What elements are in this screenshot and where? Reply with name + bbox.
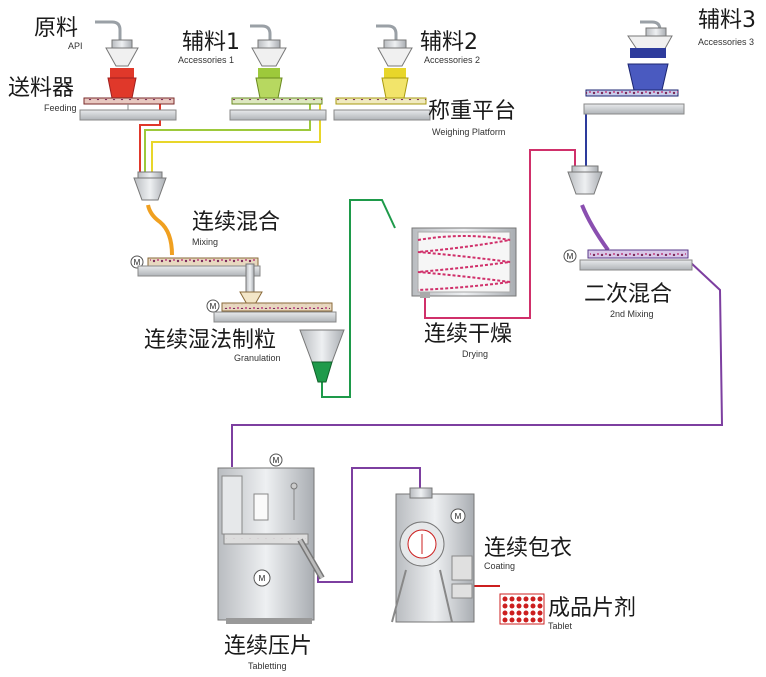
tabletting-sublabel: Tabletting bbox=[248, 661, 287, 671]
motor-labels: M M M M M M bbox=[134, 252, 574, 583]
drying-label: 连续干燥 bbox=[424, 322, 513, 347]
tablet-dot bbox=[537, 603, 543, 609]
mix-chute bbox=[146, 204, 174, 256]
drying-sublabel: Drying bbox=[462, 349, 489, 359]
mix2-chute bbox=[580, 204, 610, 252]
mixer2-unit bbox=[563, 165, 693, 271]
mix2-label: 二次混合 bbox=[584, 282, 673, 307]
acc2-sublabel: Accessories 2 bbox=[424, 55, 481, 65]
tablet-dot bbox=[516, 610, 522, 616]
tablet-press bbox=[217, 453, 325, 624]
tablet-dot bbox=[516, 596, 522, 602]
tablet-dot bbox=[530, 617, 536, 623]
purple-pipe bbox=[231, 261, 724, 467]
tablet-dot bbox=[516, 603, 522, 609]
granulator-unit bbox=[206, 291, 345, 383]
svg-text:M: M bbox=[259, 574, 266, 583]
tablet-dot bbox=[509, 617, 515, 623]
tablet-dot bbox=[516, 617, 522, 623]
dryer-unit bbox=[411, 227, 517, 298]
weigh-sublabel: Weighing Platform bbox=[432, 127, 506, 137]
tablet-dot bbox=[509, 603, 515, 609]
tablet-dot bbox=[523, 617, 529, 623]
feeding-sublabel: Feeding bbox=[44, 103, 77, 113]
tablet-product bbox=[499, 593, 545, 625]
tablet-dot bbox=[502, 610, 508, 616]
svg-text:M: M bbox=[210, 302, 217, 311]
acc3-feeder bbox=[583, 20, 685, 115]
svg-text:M: M bbox=[455, 512, 462, 521]
weigh-label: 称重平台 bbox=[428, 99, 517, 124]
product-sublabel: Tablet bbox=[548, 621, 573, 631]
acc1-sublabel: Accessories 1 bbox=[178, 55, 235, 65]
tablet-dot bbox=[530, 610, 536, 616]
acc3-label: 辅料3 bbox=[698, 8, 756, 33]
granulation-label: 连续湿法制粒 bbox=[144, 328, 277, 353]
acc3-sublabel: Accessories 3 bbox=[698, 37, 755, 47]
api-feeder bbox=[79, 20, 177, 121]
tablet-dot bbox=[530, 596, 536, 602]
acc2-feeder bbox=[333, 24, 431, 121]
tablet-press-dots bbox=[226, 538, 306, 541]
svg-text:M: M bbox=[273, 456, 280, 465]
coating-label: 连续包衣 bbox=[484, 536, 573, 561]
mixing-sublabel: Mixing bbox=[192, 237, 219, 247]
tablet-dot bbox=[509, 596, 515, 602]
svg-text:M: M bbox=[567, 252, 574, 261]
tablet-dot bbox=[523, 610, 529, 616]
tablet-dot bbox=[502, 596, 508, 602]
feeding-label: 送料器 bbox=[8, 76, 75, 101]
tablet-dot bbox=[509, 610, 515, 616]
granule-pipe bbox=[321, 199, 396, 398]
tablet-dot bbox=[537, 596, 543, 602]
granulation-sublabel: Granulation bbox=[234, 353, 281, 363]
tablet-dot bbox=[530, 603, 536, 609]
tablet-to-coat-pipe bbox=[317, 467, 421, 583]
api-label: 原料 bbox=[34, 16, 79, 41]
tablet-dot bbox=[523, 603, 529, 609]
tablet-dot bbox=[537, 610, 543, 616]
coater-unit bbox=[391, 487, 475, 623]
tabletting-label: 连续压片 bbox=[224, 634, 313, 659]
tablet-dot bbox=[523, 596, 529, 602]
mix2-sublabel: 2nd Mixing bbox=[610, 309, 654, 319]
coating-sublabel: Coating bbox=[484, 561, 516, 571]
acc2-label: 辅料2 bbox=[420, 30, 478, 55]
product-label: 成品片剂 bbox=[548, 596, 637, 621]
drying-pipe bbox=[424, 149, 576, 319]
tablet-dot bbox=[502, 617, 508, 623]
tablet-dots bbox=[502, 596, 543, 623]
svg-text:M: M bbox=[134, 258, 141, 267]
tablet-dot bbox=[537, 617, 543, 623]
mixer-unit bbox=[130, 171, 261, 295]
api-sublabel: API bbox=[68, 41, 83, 51]
acc1-feeder bbox=[229, 24, 327, 121]
acc2-pipe bbox=[151, 104, 321, 178]
mixing-label: 连续混合 bbox=[192, 210, 281, 235]
tablet-dot bbox=[502, 603, 508, 609]
acc1-label: 辅料1 bbox=[182, 30, 240, 55]
